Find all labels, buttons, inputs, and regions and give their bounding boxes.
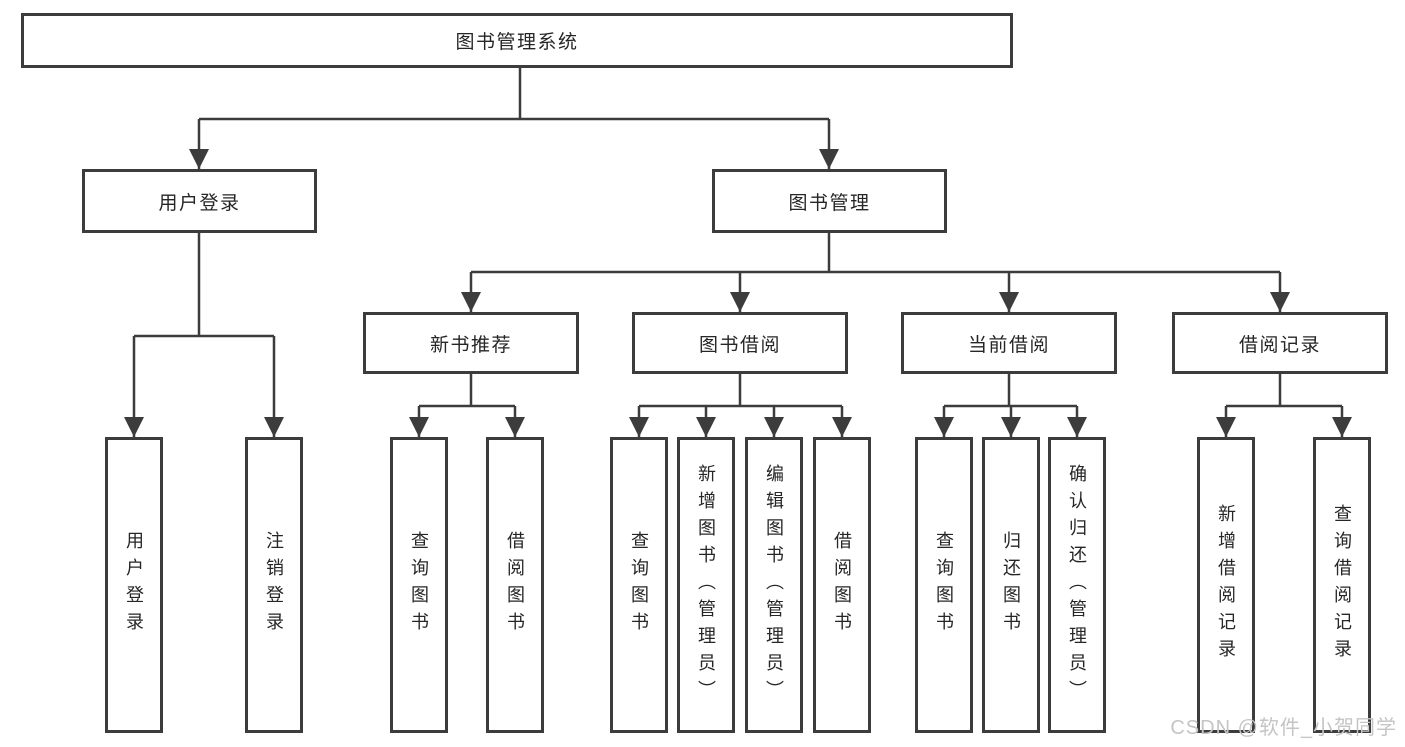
leaf-recommend-borrow-book: 借阅图书: [486, 437, 544, 733]
node-root-system: 图书管理系统: [21, 13, 1013, 68]
node-current-borrow: 当前借阅: [901, 312, 1117, 374]
leaf-recommend-query-book: 查询图书: [390, 437, 448, 733]
leaf-record-add-record: 新增借阅记录: [1197, 437, 1255, 733]
leaf-borrow-query-book: 查询图书: [610, 437, 668, 733]
node-user-login: 用户登录: [82, 169, 317, 233]
leaf-borrow-add-book-admin: 新增图书（管理员）: [677, 437, 735, 733]
leaf-current-confirm-return-admin: 确认归还（管理员）: [1048, 437, 1106, 733]
node-borrow-record: 借阅记录: [1172, 312, 1388, 374]
node-new-book-recommend: 新书推荐: [363, 312, 579, 374]
leaf-current-return-book: 归还图书: [982, 437, 1040, 733]
leaf-logout: 注销登录: [245, 437, 303, 733]
leaf-borrow-borrow-book: 借阅图书: [813, 437, 871, 733]
node-book-borrow: 图书借阅: [632, 312, 848, 374]
leaf-borrow-edit-book-admin: 编辑图书（管理员）: [745, 437, 803, 733]
leaf-user-login: 用户登录: [105, 437, 163, 733]
csdn-watermark: CSDN @软件_小贺同学: [1170, 717, 1397, 739]
leaf-record-query-record: 查询借阅记录: [1313, 437, 1371, 733]
node-book-management: 图书管理: [712, 169, 947, 233]
leaf-current-query-book: 查询图书: [915, 437, 973, 733]
